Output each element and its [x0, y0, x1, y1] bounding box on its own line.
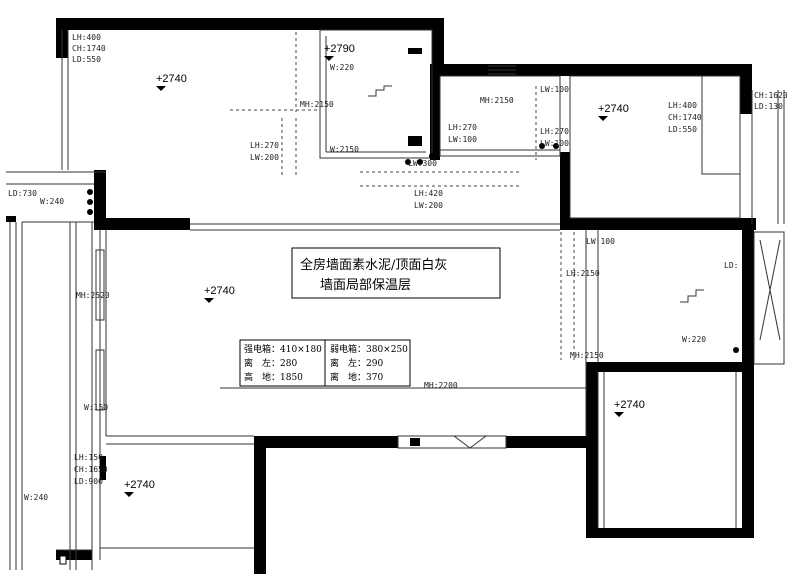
- dim-label: CH:1650: [74, 465, 108, 474]
- dim-label: MH:2520: [76, 291, 110, 300]
- note-line-2: 墙面局部保温层: [320, 278, 411, 293]
- electric-box-table: 强电箱：410×180 离 左：280 高 地：1850 弱电箱：380×250…: [244, 343, 408, 383]
- elevation-bedroom-2: +2740: [598, 103, 629, 121]
- dim-label: LH:400: [72, 33, 101, 42]
- dim-label: MH:2150: [480, 96, 514, 105]
- dim-label: LD:550: [72, 55, 101, 64]
- dim-label: CH:1740: [72, 44, 106, 53]
- dim-label: LH:270: [250, 141, 279, 150]
- dim-label: MH:2200: [424, 381, 458, 390]
- dim-label: W:220: [682, 335, 706, 344]
- elevation-bath: +2790: [324, 43, 355, 61]
- walls: [6, 18, 756, 574]
- strong-box-height: 高 地：1850: [244, 371, 303, 383]
- elevation-label: +2740: [598, 103, 629, 115]
- elevation-label: +2740: [204, 285, 235, 297]
- elevation-bedroom-3: +2740: [124, 479, 155, 497]
- dim-label: MH:2150: [570, 351, 604, 360]
- note-line-1: 全房墙面素水泥/顶面白灰: [300, 257, 447, 273]
- dashed-guides: [230, 32, 575, 360]
- dim-label: LW:200: [250, 153, 279, 162]
- strong-box-title: 强电箱：410×180: [244, 343, 322, 355]
- dim-label: LW:100: [540, 139, 569, 148]
- pipe-symbols: [368, 85, 704, 303]
- dimension-annotations: LH:400 CH:1740 LD:550 W:220 MH:2150 LH:2…: [8, 33, 788, 502]
- dim-label: LW:300: [408, 159, 437, 168]
- elevation-study: +2740: [614, 399, 645, 417]
- dim-label: W:240: [40, 197, 64, 206]
- dim-label: LD:730: [8, 189, 37, 198]
- dim-label: LD:: [724, 261, 738, 270]
- elevation-bedroom-1: +2740: [156, 73, 187, 91]
- dim-label: LH:270: [448, 123, 477, 132]
- dim-label: W:150: [84, 403, 108, 412]
- strong-box-left: 离 左：280: [244, 357, 297, 369]
- dim-label: W:240: [24, 493, 48, 502]
- elevation-label: +2740: [614, 399, 645, 411]
- elevation-label: +2790: [324, 43, 355, 55]
- weak-box-left: 离 左：290: [330, 357, 383, 369]
- weak-box-height: 离 地：370: [330, 371, 383, 383]
- dim-label: LH:400: [668, 101, 697, 110]
- dim-label: LD:550: [668, 125, 697, 134]
- dim-label: W:2150: [330, 145, 359, 154]
- elevation-label: +2740: [124, 479, 155, 491]
- dim-label: LD:900: [74, 477, 103, 486]
- elevation-markers: +2790 +2740 +2740 +2740 +2740 +2740: [124, 43, 645, 497]
- interior-lines: [6, 29, 785, 570]
- elevation-living: +2740: [204, 285, 235, 303]
- dim-label: LW:200: [414, 201, 443, 210]
- dim-label: LW:100: [586, 237, 615, 246]
- dim-label: W:220: [330, 63, 354, 72]
- dim-label: LW:100: [540, 85, 569, 94]
- dim-label: CH:1740: [668, 113, 702, 122]
- dim-label: MH:2150: [300, 100, 334, 109]
- dim-label: LW:100: [448, 135, 477, 144]
- dim-label: LH:2150: [566, 269, 600, 278]
- dim-label: LH:150: [74, 453, 103, 462]
- dim-label: LH:420: [414, 189, 443, 198]
- dim-label: LD:130: [754, 102, 783, 111]
- general-note: 全房墙面素水泥/顶面白灰 墙面局部保温层: [300, 257, 447, 293]
- dim-label: CH:1620: [754, 91, 788, 100]
- dim-label: LH:270: [540, 127, 569, 136]
- fixtures: [59, 48, 752, 565]
- elevation-label: +2740: [156, 73, 187, 85]
- weak-box-title: 弱电箱：380×250: [330, 343, 408, 355]
